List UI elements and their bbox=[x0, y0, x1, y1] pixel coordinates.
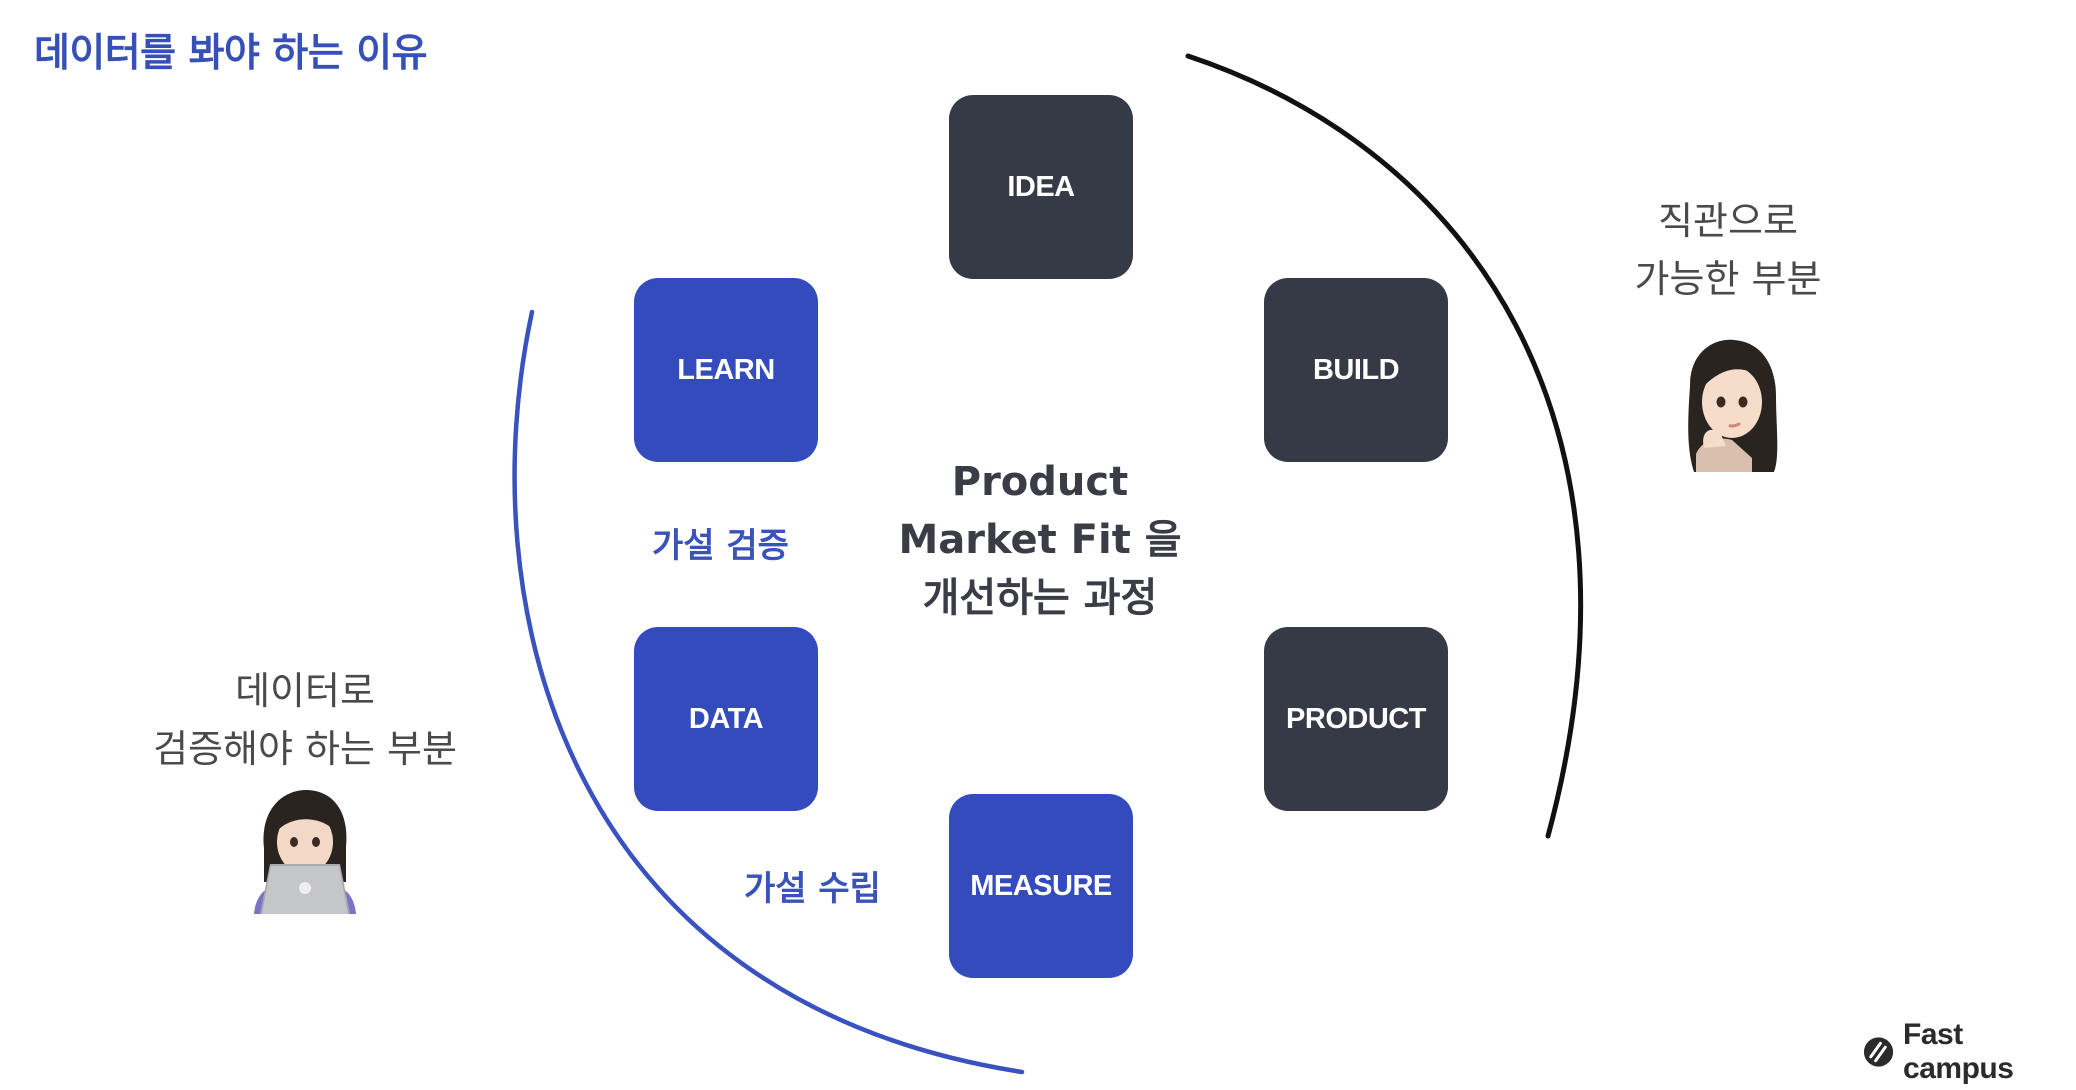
cycle-box-build: BUILD bbox=[1264, 278, 1448, 462]
center-line-2: Market Fit 을 bbox=[898, 517, 1182, 563]
brand-logo: Fast campus bbox=[1862, 1018, 2076, 1086]
data-note-line-2: 검증해야 하는 부분 bbox=[153, 727, 457, 771]
intuition-note-line-2: 가능한 부분 bbox=[1634, 257, 1822, 301]
data-arc bbox=[512, 309, 1025, 1075]
hypothesis-verify-label: 가설 검증 bbox=[652, 526, 789, 566]
intuition-arc bbox=[1185, 53, 1584, 839]
cycle-box-measure: MEASURE bbox=[949, 794, 1133, 978]
cycle-box-learn: LEARN bbox=[634, 278, 818, 462]
intuition-note-line-1: 직관으로 bbox=[1658, 199, 1798, 243]
center-line-3: 개선하는 과정 bbox=[922, 575, 1158, 621]
cycle-box-idea: IDEA bbox=[949, 95, 1133, 279]
fastcampus-logo-icon bbox=[1863, 1037, 1894, 1067]
brand-name: Fast campus bbox=[1903, 1018, 2014, 1085]
data-note-line-1: 데이터로 bbox=[235, 669, 375, 713]
hypothesis-build-label: 가설 수립 bbox=[744, 869, 881, 909]
cycle-box-data: DATA bbox=[634, 627, 818, 811]
data-note: 데이터로 검증해야 하는 부분 bbox=[140, 662, 470, 778]
center-caption: Product Market Fit 을 개선하는 과정 bbox=[880, 453, 1200, 627]
center-line-1: Product bbox=[951, 459, 1129, 505]
thinking-woman-icon bbox=[1688, 339, 1778, 472]
cycle-box-product: PRODUCT bbox=[1264, 627, 1448, 811]
laptop-woman-icon bbox=[254, 790, 356, 914]
slide-title: 데이터를 봐야 하는 이유 bbox=[34, 31, 428, 76]
intuition-note: 직관으로 가능한 부분 bbox=[1606, 192, 1850, 308]
